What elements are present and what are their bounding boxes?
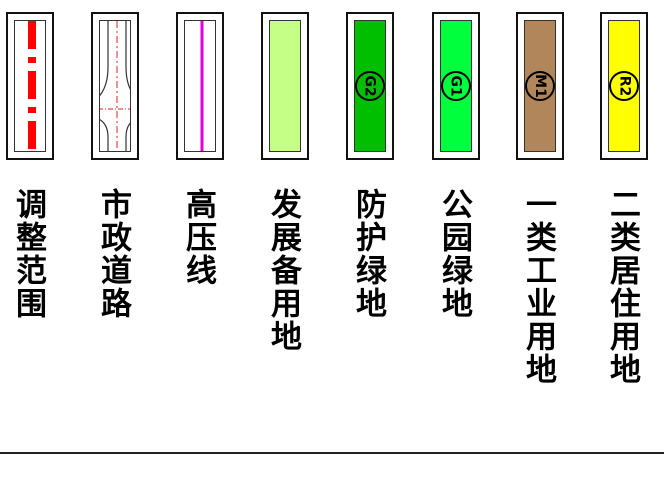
code-label-r2: R2: [616, 75, 632, 97]
code-label-m1: M1: [532, 74, 548, 98]
legend-label-road: 市政道路: [95, 188, 131, 320]
code-badge-m1: M1: [525, 71, 555, 101]
swatch-fill-m1: M1: [524, 20, 556, 152]
swatch-fill-road: [99, 20, 131, 152]
legend-item-reserve: 发展备用地: [259, 0, 319, 420]
legend-item-boundary: 调整范围: [4, 0, 64, 420]
swatch-road: [91, 12, 139, 160]
legend-item-road: 市政道路: [89, 0, 149, 420]
legend-item-r2: R2 二类居住用地: [598, 0, 658, 420]
code-badge-r2: R2: [609, 71, 639, 101]
legend-label-reserve: 发展备用地: [265, 188, 301, 353]
legend-label-r2: 二类居住用地: [604, 188, 640, 386]
code-badge-g1: G1: [441, 71, 471, 101]
legend-label-hv-line: 高压线: [180, 188, 216, 287]
swatch-hv-line: [176, 12, 224, 160]
legend-item-g2: G2 防护绿地: [344, 0, 404, 420]
swatch-fill-reserve: [269, 20, 301, 152]
swatch-r2: R2: [600, 12, 648, 160]
code-label-g2: G2: [361, 75, 378, 97]
legend-label-m1: 一类工业用地: [520, 188, 556, 386]
swatch-fill-boundary: [14, 20, 46, 152]
legend-label-g2: 防护绿地: [350, 188, 386, 320]
legend-item-m1: M1 一类工业用地: [514, 0, 574, 420]
swatch-fill-g1: G1: [440, 20, 472, 152]
legend-label-boundary: 调整范围: [10, 188, 46, 320]
swatch-reserve: [261, 12, 309, 160]
swatch-g2: G2: [346, 12, 394, 160]
road-symbol: [100, 21, 130, 151]
swatch-fill-r2: R2: [608, 20, 640, 152]
swatch-fill-hv-line: [184, 20, 216, 152]
legend-item-g1: G1 公园绿地: [430, 0, 490, 420]
legend-item-hv-line: 高压线: [174, 0, 234, 420]
swatch-g1: G1: [432, 12, 480, 160]
bottom-divider: [0, 452, 664, 454]
boundary-symbol: [28, 21, 36, 151]
code-badge-g2: G2: [355, 71, 385, 101]
swatch-boundary: [6, 12, 54, 160]
hv-line-symbol: [200, 21, 204, 151]
swatch-m1: M1: [516, 12, 564, 160]
code-label-g1: G1: [447, 75, 464, 97]
legend-label-g1: 公园绿地: [436, 188, 472, 320]
swatch-fill-g2: G2: [354, 20, 386, 152]
